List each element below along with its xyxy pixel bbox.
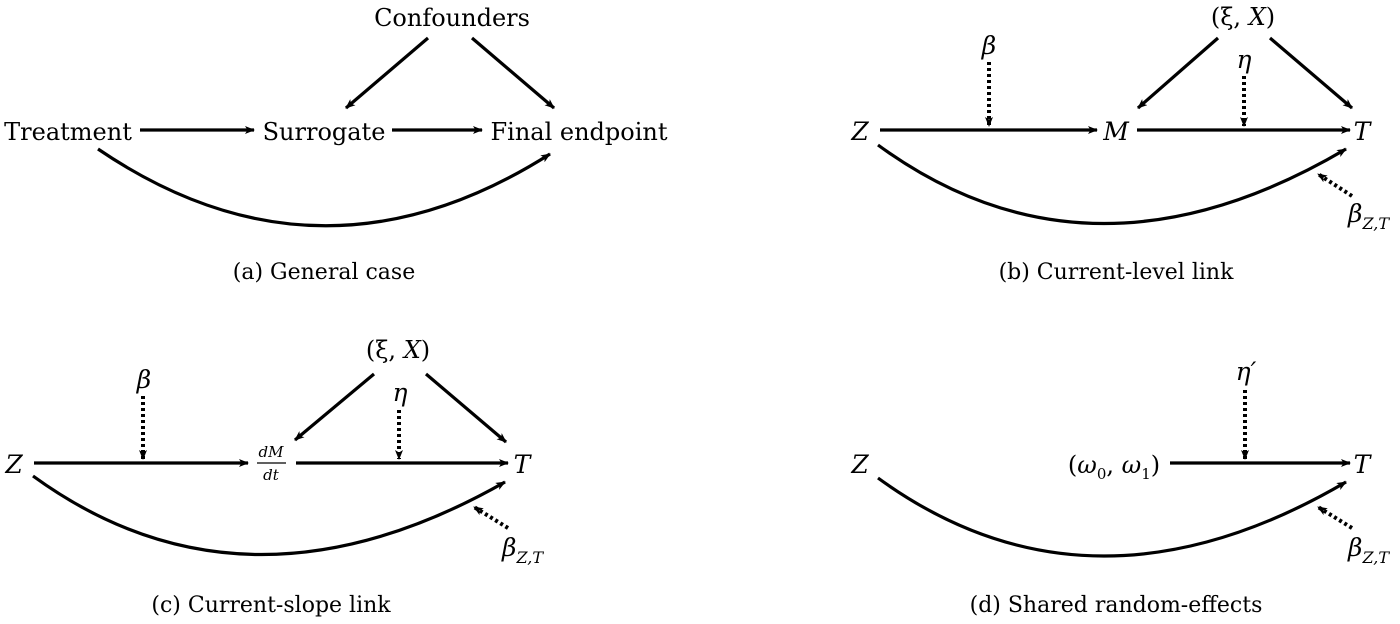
beta-zt-label: βZ,T (1347, 533, 1390, 567)
beta-label: β (981, 31, 996, 60)
edge-confounders-to-final-endpoint (470, 36, 556, 110)
edge-treatment-to-final-endpoint-curve (97, 147, 551, 228)
caption-c: (c) Current-slope link (151, 593, 391, 618)
dotted-arrow-beta-zt (1316, 172, 1354, 198)
panel-b: Z M T (ξ, X) β η βZ,T (b) Current-level … (850, 3, 1390, 285)
m-node: M (1102, 117, 1130, 146)
caption-b: (b) Current-level link (999, 260, 1235, 285)
treatment-node: Treatment (4, 118, 132, 146)
confounders-node: Confounders (374, 4, 530, 32)
eta-label: η (393, 378, 408, 407)
edge-z-to-t-curve (877, 143, 1347, 226)
dotted-arrow-beta-zt (1316, 505, 1354, 530)
edge-xi-x-to-t (1268, 36, 1354, 110)
edge-xi-x-to-dmdt (293, 372, 376, 442)
edge-z-to-t-curve (32, 474, 506, 557)
eta-label: η (1237, 45, 1252, 74)
panel-a: Confounders Treatment Surrogate Final en… (4, 4, 668, 285)
t-node: T (514, 450, 533, 479)
edge-xi-x-to-t (424, 372, 508, 444)
fraction-numerator: dM (259, 443, 285, 461)
dm-dt-node: dM dt (257, 443, 286, 484)
panel-d: Z T (ω0, ω1) η′ βZ,T (d) Shared random-e… (850, 357, 1390, 618)
panel-c: Z T dM dt (ξ, X) β η βZ,T (c) Current-sl… (4, 336, 544, 618)
xi-x-node: (ξ, X) (1211, 3, 1275, 31)
dotted-arrow-beta-zt (472, 505, 510, 530)
edge-confounders-to-surrogate (344, 36, 430, 110)
t-node: T (1354, 117, 1373, 146)
eta-prime-label: η′ (1236, 357, 1257, 386)
t-node: T (1354, 450, 1373, 479)
z-node: Z (4, 450, 23, 479)
caption-a: (a) General case (233, 260, 415, 285)
z-node: Z (850, 117, 869, 146)
surrogate-node: Surrogate (263, 118, 386, 146)
final-endpoint-node: Final endpoint (490, 118, 667, 146)
edge-xi-x-to-m (1136, 36, 1220, 110)
beta-zt-label: βZ,T (1347, 199, 1390, 233)
caption-d: (d) Shared random-effects (970, 593, 1263, 618)
z-node: Z (850, 450, 869, 479)
beta-label: β (136, 365, 151, 394)
omega-node: (ω0, ω1) (1068, 451, 1160, 483)
edge-z-to-t-curve (877, 476, 1347, 558)
beta-zt-label: βZ,T (501, 533, 544, 567)
xi-x-node: (ξ, X) (366, 336, 430, 364)
fraction-denominator: dt (263, 466, 280, 484)
